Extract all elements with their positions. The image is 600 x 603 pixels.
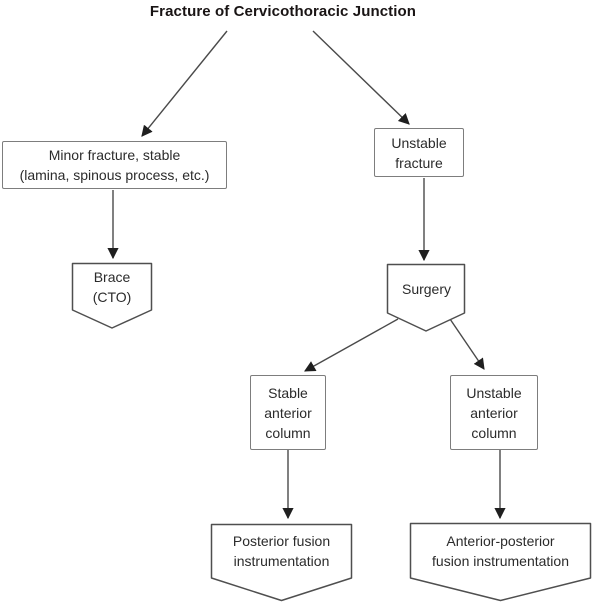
node-stable-anterior-column: Stable anterior column — [250, 375, 326, 450]
node-surgery-label: Surgery — [388, 264, 465, 313]
arrow-title-to-unstable-fracture — [312, 30, 410, 125]
brace-node-shape — [71, 262, 153, 329]
node-line: Minor fracture, stable — [48, 147, 181, 163]
node-line: anterior — [264, 404, 312, 421]
arrow-title-to-minor-fracture — [141, 30, 228, 137]
anterior-posterior-fusion-node-shape — [409, 522, 592, 602]
node-brace-label: Brace (CTO) — [72, 263, 152, 310]
node-line: column — [265, 424, 311, 441]
node-line: fusion instrumentation — [432, 552, 569, 569]
node-line: Surgery — [401, 280, 452, 297]
surgery-node-shape — [386, 263, 466, 332]
node-minor-fracture: Minor fracture, stable (lamina, spinous … — [2, 141, 227, 189]
node-line: anterior — [470, 404, 518, 421]
node-line: Unstable — [466, 384, 522, 401]
node-line: instrumentation — [233, 553, 330, 569]
node-anterior-posterior-fusion-label: Anterior-posterior fusion instrumentatio… — [410, 523, 591, 578]
node-line: Anterior-posterior — [446, 532, 555, 549]
node-unstable-anterior-column: Unstable anterior column — [450, 375, 538, 450]
node-line: (lamina, spinous process, etc.) — [19, 167, 210, 183]
node-line: Posterior fusion — [232, 533, 331, 549]
node-line: column — [471, 424, 517, 441]
node-line: fracture — [395, 154, 443, 171]
posterior-fusion-node-shape — [210, 523, 353, 602]
diagram-title: Fracture of Cervicothoracic Junction — [149, 3, 417, 20]
node-line: Brace — [93, 268, 131, 285]
node-unstable-fracture: Unstable fracture — [374, 128, 464, 177]
arrow-surgery-to-stable-anterior — [304, 318, 399, 372]
arrow-surgery-to-unstable-anterior — [449, 318, 485, 370]
node-line: (CTO) — [92, 288, 132, 305]
node-line: Stable — [268, 384, 308, 401]
node-posterior-fusion-label: Posterior fusion instrumentation — [211, 524, 352, 578]
node-line: Unstable — [391, 134, 447, 151]
